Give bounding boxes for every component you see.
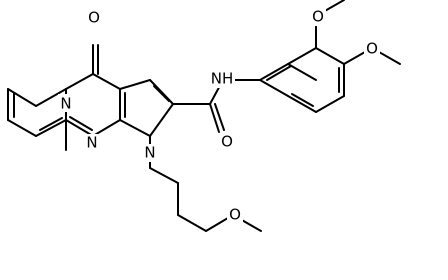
atom-o-carbonyl-ring: O <box>88 9 100 27</box>
atom-n-pyrrole: N <box>144 144 155 162</box>
atom-o-methoxy-para: O <box>366 40 378 58</box>
atom-n-pyrimidine: N <box>86 134 97 152</box>
atom-o-methoxy-ortho: O <box>312 8 324 26</box>
atom-o-chain: O <box>229 206 241 224</box>
atom-n-pyridine: N <box>60 95 71 113</box>
atom-labels: O N N N NH O O O O <box>58 8 380 224</box>
atom-o-amide: O <box>221 133 233 151</box>
bond-lines <box>7 0 401 232</box>
atom-nh-amide: NH <box>211 70 234 88</box>
